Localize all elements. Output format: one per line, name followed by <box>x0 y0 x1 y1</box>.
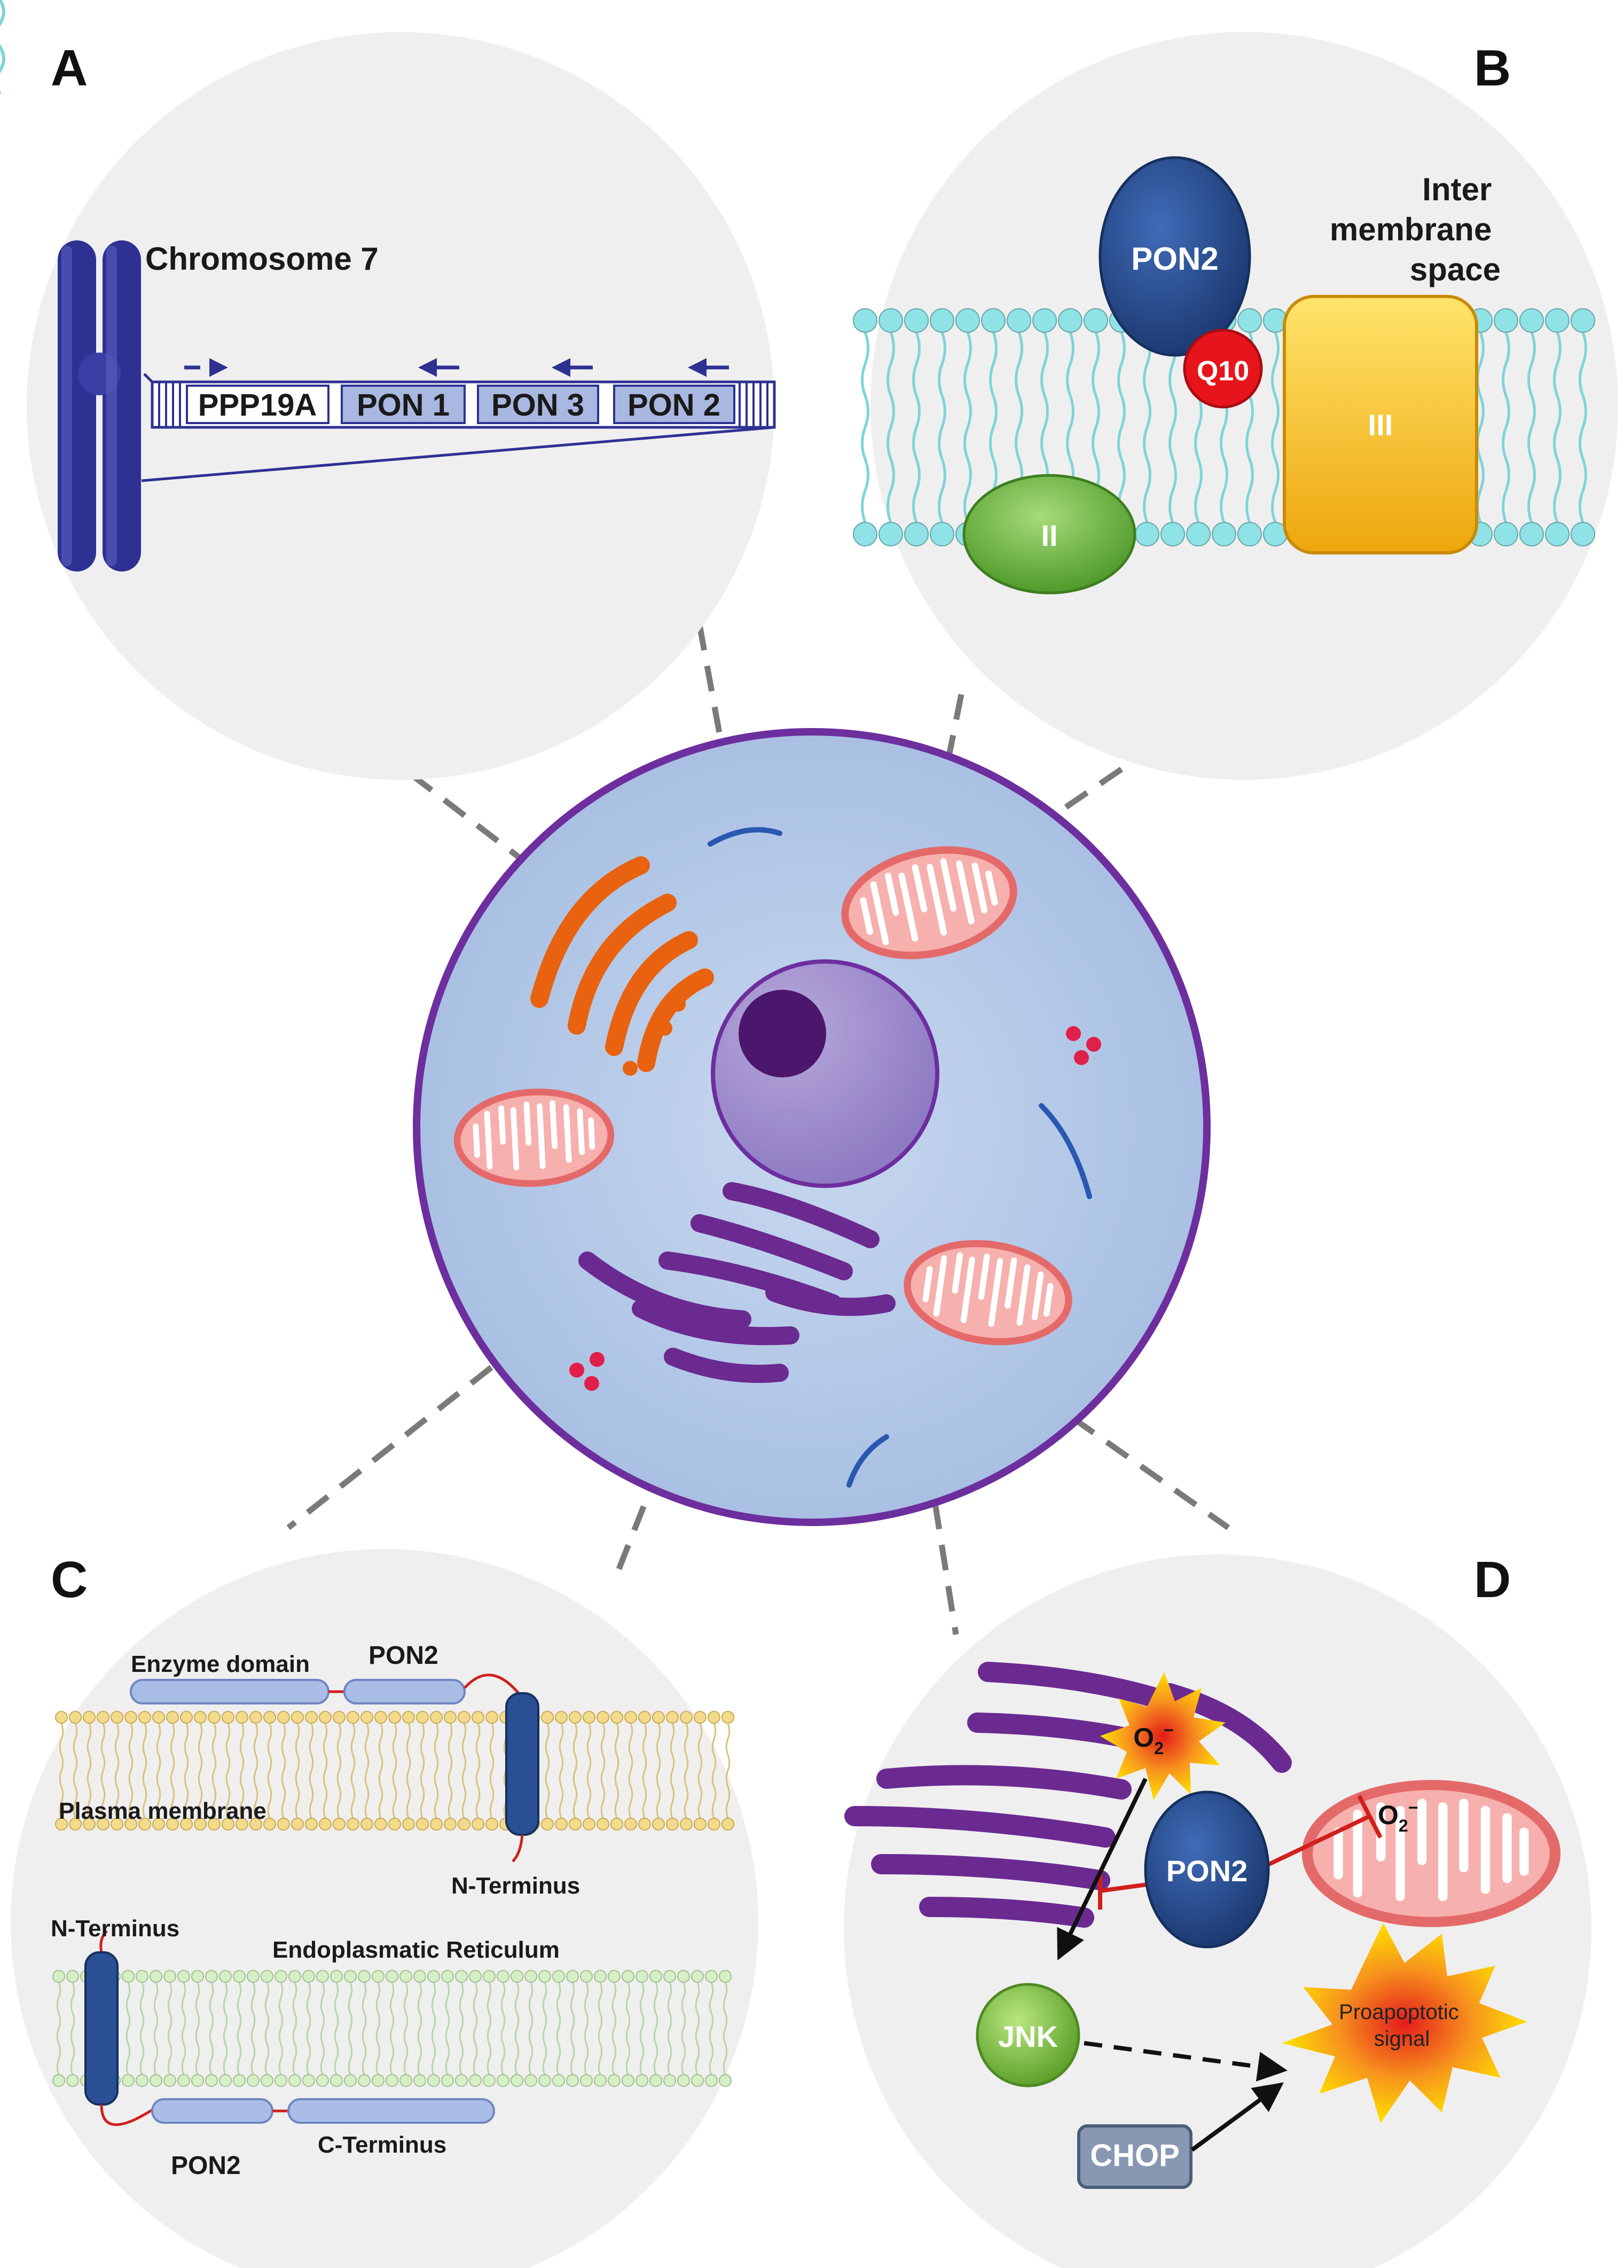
jnk-label: JNK <box>998 2020 1058 2053</box>
n-terminus-label-top: N-Terminus <box>451 1873 580 1899</box>
chromosome-7-icon <box>58 240 141 572</box>
mitochondrion-d <box>1307 1785 1555 1922</box>
er-label: Endoplasmatic Reticulum <box>272 1937 560 1963</box>
chop-label: CHOP <box>1090 2138 1180 2173</box>
gene-pon1 <box>341 385 466 424</box>
pon2-er-membrane <box>84 1930 495 2126</box>
plasma-membrane <box>55 1711 734 1831</box>
complex-iii <box>1283 295 1478 554</box>
panel-c: C Enzyme domain PON2 Plasma membrane N-T… <box>11 1549 758 2268</box>
panel-a: A Chromosome 7 <box>27 32 776 780</box>
gene-label-pon1: PON 1 <box>357 388 450 423</box>
chromosome-label: Chromosome 7 <box>145 241 379 277</box>
panel-b-letter: B <box>1474 40 1511 97</box>
panel-c-letter: C <box>51 1551 88 1608</box>
plasma-membrane-label: Plasma membrane <box>59 1798 266 1824</box>
golgi-apparatus <box>530 856 714 1076</box>
complex-ii-label: II <box>1041 519 1057 552</box>
intermembrane-space-label: Inter membrane space <box>1330 171 1501 287</box>
panel-a-letter: A <box>51 40 88 97</box>
pon2-label-c-bottom: PON2 <box>171 2152 241 2180</box>
n-terminus-label-bottom: N-Terminus <box>51 1915 179 1942</box>
panel-d-letter: D <box>1474 1551 1511 1608</box>
panel-b-background <box>870 32 1618 780</box>
nucleus <box>711 959 939 1188</box>
superoxide-label-mito: O2− <box>1378 1798 1418 1835</box>
endoplasmic-reticulum <box>578 1182 896 1383</box>
jnk-node <box>976 1983 1080 2087</box>
gene-pon3 <box>477 385 599 424</box>
proapoptotic-signal-label: Proapoptotic signal <box>1339 2000 1465 2051</box>
superoxide-burst-icon <box>1100 1672 1226 1800</box>
complex-ii <box>962 474 1136 595</box>
chop-to-signal-arrow <box>1190 2082 1284 2152</box>
c-terminus-label: C-Terminus <box>318 2132 446 2158</box>
jnk-to-signal-arrow <box>1084 2041 1288 2082</box>
q10-label: Q10 <box>1197 356 1249 387</box>
cell <box>413 728 1211 1526</box>
gene-label-pon2: PON 2 <box>627 388 720 423</box>
pon2-plasma-membrane <box>130 1673 539 1863</box>
chop-box <box>1077 2124 1192 2189</box>
nucleolus <box>739 990 826 1077</box>
pon2-protein-b <box>1099 156 1251 357</box>
superoxide-label-er: O2− <box>1133 1720 1173 1758</box>
gene-pon2 <box>613 385 735 424</box>
gene-map: PPP19A PON 1 PON 3 PON 2 <box>151 358 776 429</box>
gene-label-ppp19a: PPP19A <box>198 388 317 423</box>
pon2-protein-d <box>1144 1790 1270 1949</box>
panel-b: B III II PON2 Q10 Inter membrane space <box>0 0 1618 780</box>
superoxide-to-jnk-arrow <box>1057 1778 1148 1961</box>
proapoptotic-signal-icon <box>1282 1923 1527 2123</box>
enzyme-domain-label: Enzyme domain <box>131 1651 310 1677</box>
q10-molecule <box>1183 329 1263 409</box>
gene-ppp19a <box>186 385 329 424</box>
pon2-label-b: PON2 <box>1131 241 1218 277</box>
gene-label-pon3: PON 3 <box>491 388 584 423</box>
panel-d: D O2− O2− PON2 <box>844 1551 1591 2268</box>
pon2-label-d: PON2 <box>1166 1854 1248 1888</box>
transmembrane-helix-bottom <box>84 1951 119 2106</box>
cytoplasm-details <box>569 827 1101 1488</box>
transmembrane-helix-top <box>505 1692 539 1836</box>
complex-iii-label: III <box>1368 408 1393 442</box>
panel-c-background <box>11 1549 758 2268</box>
pon2-label-c-top: PON2 <box>368 1641 438 1670</box>
